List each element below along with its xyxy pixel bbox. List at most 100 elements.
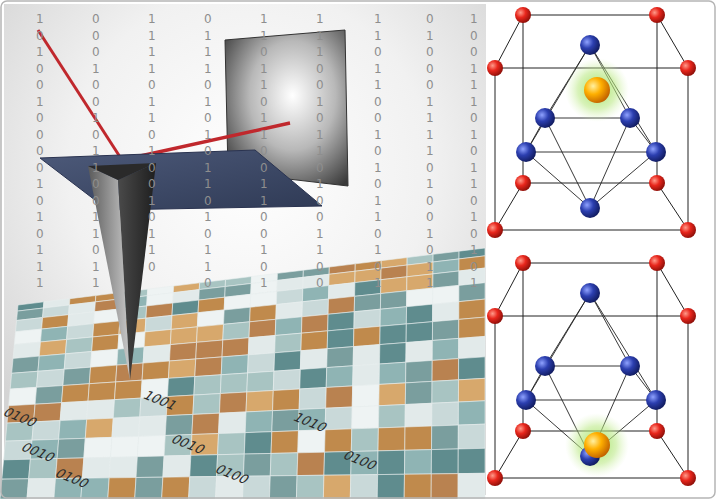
surface-tile (380, 291, 406, 309)
surface-tile (63, 367, 91, 385)
cell-edge (495, 230, 688, 231)
surface-tile (353, 364, 380, 386)
red-atom (649, 175, 665, 191)
cell-edge (495, 316, 688, 317)
surface-tile (351, 428, 378, 452)
unit-cell (487, 7, 696, 238)
surface-tile (108, 478, 136, 499)
surface-tile (10, 371, 38, 389)
surface-tile (406, 304, 432, 324)
red-atom (515, 7, 531, 23)
surface-tile (193, 394, 220, 415)
surface-tile (248, 335, 275, 354)
surface-tile (223, 322, 250, 340)
glow (565, 58, 629, 122)
surface-tile (326, 366, 353, 388)
surface-tile (406, 322, 432, 343)
octahedron-edge (526, 293, 590, 400)
cell-edge (495, 68, 496, 230)
surface-tile (244, 432, 272, 454)
surface-tile (137, 435, 165, 456)
cell-edge (495, 431, 523, 478)
surface-tile (326, 386, 353, 408)
surface-tile (406, 360, 433, 382)
binary-column: 1 1 0 1 1 0 0 1 0 1 0 1 1 0 1 0 1 (373, 11, 383, 292)
surface-tile (404, 474, 431, 499)
binary-column: 1 1 1 0 0 1 0 1 1 0 1 0 0 1 1 0 0 (315, 11, 325, 292)
surface-tile (92, 334, 119, 351)
orange-atom (584, 432, 610, 458)
surface-tile (458, 401, 485, 425)
surface-tile (300, 368, 327, 389)
surface-tile (142, 361, 169, 380)
surface-tile (197, 310, 224, 327)
surface-tile (354, 294, 380, 312)
red-atom (649, 7, 665, 23)
surface-tile (136, 456, 164, 478)
surface-tile (458, 448, 485, 473)
surface-tile (405, 403, 432, 427)
surface-tile (433, 285, 459, 304)
octahedron-edge (526, 400, 656, 401)
cell-edge (688, 68, 689, 230)
surface-tile (250, 305, 277, 322)
octahedron-edge (590, 152, 656, 208)
red-atom (487, 222, 503, 238)
cell-edge (495, 316, 496, 478)
surface-tile (246, 391, 273, 412)
surface-tile (328, 312, 355, 331)
cell-edge (657, 263, 688, 316)
surface-tile (379, 343, 406, 364)
red-atom (515, 423, 531, 439)
surface-tile (249, 319, 276, 337)
glow (565, 413, 629, 477)
red-atom (680, 222, 696, 238)
red-atom (680, 308, 696, 324)
unit-cell (487, 255, 696, 486)
surface-tile (352, 406, 379, 429)
octahedron-edge (545, 366, 630, 367)
surface-tile (64, 352, 91, 370)
surface-tile (406, 340, 433, 362)
octahedron-edge (545, 118, 590, 208)
blue-atom (580, 283, 600, 303)
surface-tile (377, 474, 404, 499)
surface-tile (300, 349, 327, 370)
surface-tile (144, 329, 171, 347)
octahedron-edge (526, 152, 590, 208)
surface-tile (432, 380, 459, 403)
cell-edge (523, 15, 657, 16)
surface-tile (405, 426, 432, 450)
surface-tile (115, 380, 143, 399)
surface-tile (378, 405, 405, 428)
cell-edge (495, 15, 523, 68)
blue-atom (580, 35, 600, 55)
cell-edge (657, 15, 688, 68)
blue-atom (580, 198, 600, 218)
blue-atom (646, 142, 666, 162)
surface-tile (301, 331, 328, 351)
surface-tile (168, 359, 195, 378)
blue-atom (535, 356, 555, 376)
surface-tile (380, 307, 406, 327)
surface-tile (37, 369, 65, 387)
surface-tile (195, 357, 222, 377)
surface-tile (222, 338, 249, 357)
cell-edge (523, 263, 657, 264)
surface-tile (162, 477, 190, 499)
red-atom (487, 60, 503, 76)
surface-tile (459, 336, 485, 358)
surface-tile (189, 477, 217, 499)
binary-column: 0 1 0 0 0 1 1 1 1 0 1 0 0 1 0 1 1 (425, 11, 435, 292)
surface-tile (163, 455, 191, 477)
surface-tile (325, 407, 352, 430)
surface-tile (328, 296, 354, 314)
surface-tile (220, 373, 247, 394)
octahedron-edge (590, 293, 630, 366)
surface-tile (458, 424, 485, 449)
blue-atom (620, 356, 640, 376)
red-atom (649, 255, 665, 271)
surface-tile (2, 459, 31, 479)
